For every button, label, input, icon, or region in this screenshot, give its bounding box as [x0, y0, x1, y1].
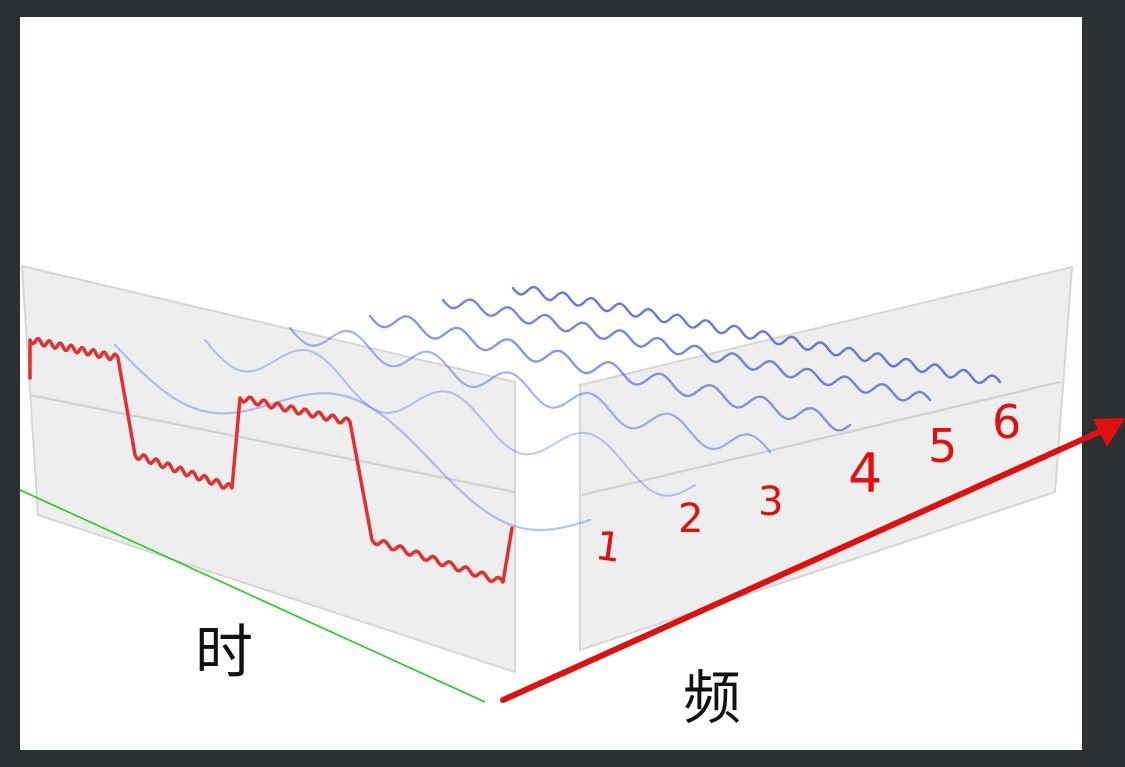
- harmonic-wave-6: [511, 285, 1002, 385]
- harmonic-wave-1: [113, 343, 592, 532]
- time-domain-panel: [20, 264, 516, 674]
- harmonic-number-labels: 1 2 3 4 5 6: [593, 395, 1022, 572]
- frequency-domain-panel: [579, 265, 1074, 652]
- time-panel-baseline: [29, 394, 516, 493]
- time-axis-label: 时: [195, 618, 253, 686]
- harmonic-number-5: 5: [928, 419, 957, 473]
- harmonic-number-1: 1: [593, 523, 625, 572]
- harmonic-number-6: 6: [992, 395, 1021, 449]
- harmonic-wave-5: [441, 298, 932, 402]
- harmonic-number-3: 3: [758, 479, 783, 525]
- harmonic-number-4: 4: [848, 442, 882, 505]
- frequency-axis-label: 频: [683, 664, 741, 732]
- harmonic-wave-2: [204, 339, 696, 497]
- time-axis-line: [19, 489, 486, 703]
- harmonic-waves: [113, 285, 1002, 532]
- square-wave: [28, 336, 514, 584]
- harmonic-wave-3: [288, 326, 772, 454]
- frequency-panel-baseline: [581, 381, 1061, 496]
- frequency-axis-arrowhead: [1093, 418, 1125, 447]
- harmonic-wave-4: [368, 314, 852, 432]
- harmonic-number-2: 2: [678, 496, 703, 542]
- frequency-axis-line: [500, 425, 1111, 703]
